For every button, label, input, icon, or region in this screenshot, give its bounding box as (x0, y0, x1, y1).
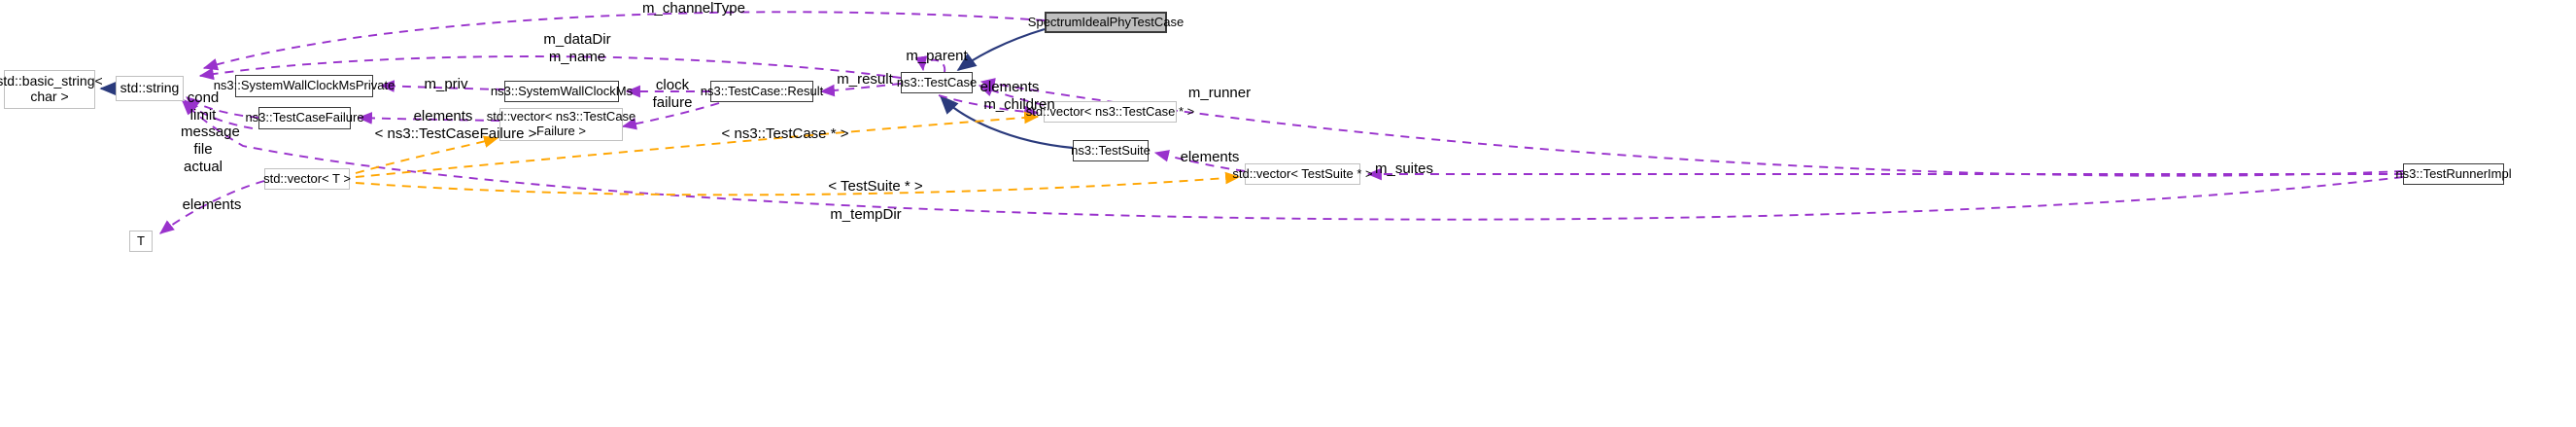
node-ns3-systemwallclockmsprivate[interactable]: ns3::SystemWallClockMsPrivate (214, 75, 395, 97)
edge-usage-m-datadir-m-name (198, 55, 902, 81)
node-ns3-systemwallclockms[interactable]: ns3::SystemWallClockMs (491, 81, 633, 102)
node-std-basic-string[interactable]: std::basic_string< char > (0, 70, 103, 109)
edge-label-template-testsuite-ptr: < TestSuite * > (828, 178, 923, 195)
node-T[interactable]: T (129, 231, 153, 252)
edge-label-clock-failure: clock failure (652, 77, 693, 111)
node-std-vector-testsuite-ptr[interactable]: std::vector< TestSuite * > (1232, 163, 1373, 185)
node-std-string[interactable]: std::string (116, 76, 184, 101)
node-ns3-testcase-result[interactable]: ns3::TestCase::Result (701, 81, 823, 102)
edge-label-m-runner: m_runner (1187, 85, 1252, 101)
edge-usage-m-priv (379, 80, 505, 92)
edge-label-m-parent: m_parent (906, 48, 968, 64)
edge-inheritance-spectrumcase-testcase (956, 27, 1046, 71)
node-ns3-testcasefailure[interactable]: ns3::TestCaseFailure (245, 107, 364, 129)
node-spectrumidealphytestcase[interactable]: SpectrumIdealPhyTestCase (1028, 12, 1184, 33)
node-std-vector-T[interactable]: std::vector< T > (263, 168, 351, 190)
edge-label-m-priv: m_priv (424, 76, 468, 92)
edge-usage-elements-testcasefailure (357, 112, 500, 125)
edge-label-m-children: m_children (983, 96, 1055, 113)
edge-label-m-suites: m_suites (1374, 160, 1434, 177)
edge-inheritance-testsuite-testcase (939, 94, 1074, 150)
edge-label-m-tempdir: m_tempDir (830, 206, 902, 223)
edge-usage-elements-T (159, 180, 265, 234)
edge-label-elements-testsuite: elements (1180, 149, 1240, 165)
edge-label-m-result: m_result (837, 71, 893, 88)
edge-usage-elements-testsuite (1153, 150, 1246, 172)
node-ns3-testrunnerimpl[interactable]: ns3::TestRunnerImpl (2395, 163, 2512, 185)
edge-label-elements-testcasefailure: elements (413, 108, 473, 125)
edge-label-elements-testcase: elements (979, 79, 1040, 95)
edge-template-vecT-vec-testcaseptr (355, 111, 1040, 178)
edge-template-vecT-vec-testsuiteptr (355, 171, 1241, 196)
edge-label-elements-vecT: elements (182, 196, 242, 213)
edge-usage-m-children (938, 94, 1040, 119)
edge-label-m-channeltype: m_channelType (642, 0, 745, 17)
node-ns3-testsuite[interactable]: ns3::TestSuite (1071, 140, 1151, 161)
node-std-vector-testcasefailure[interactable]: std::vector< ns3::TestCase Failure > (487, 108, 635, 141)
edge-label-string-fields: cond limit message file actual (181, 89, 240, 175)
edge-usage-m-result (819, 83, 902, 97)
edge-usage-m-parent (914, 55, 945, 73)
edge-label-template-testcase-ptr: < ns3::TestCase * > (721, 125, 849, 142)
edge-template-vecT-vec-testcasefailure (355, 135, 499, 174)
node-std-vector-testcase-ptr[interactable]: std::vector< ns3::TestCase * > (1026, 101, 1194, 123)
edge-label-m-datadir-m-name: m_dataDir m_name (543, 31, 611, 65)
edge-label-template-testcasefailure: < ns3::TestCaseFailure > (374, 125, 537, 142)
node-ns3-testcase[interactable]: ns3::TestCase (897, 72, 977, 93)
edge-usage-m-channeltype (202, 11, 1046, 71)
edge-usage-m-tempdir (182, 100, 2404, 221)
